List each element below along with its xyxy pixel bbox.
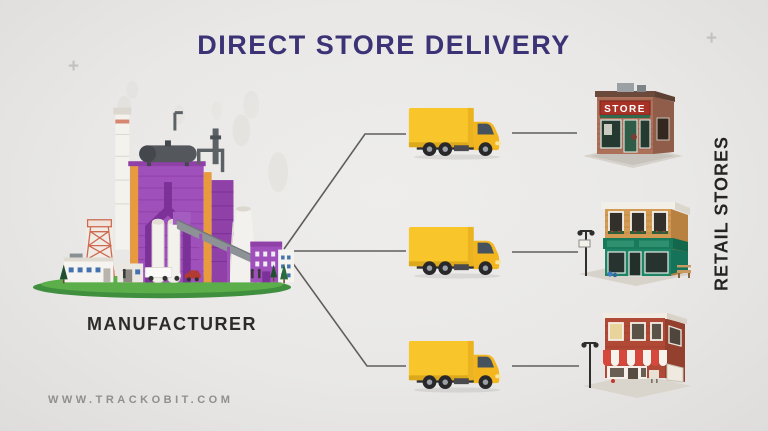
striped-awning — [603, 350, 667, 366]
retail-stores-label: RETAIL STORES — [711, 135, 732, 292]
red-car — [184, 270, 201, 282]
delivery-truck-illustration-1 — [408, 107, 502, 160]
store-sign-text: STORE — [604, 104, 646, 115]
truck-wheels — [422, 375, 493, 390]
cafe-storefront — [607, 363, 684, 383]
retail-store-illustration-3 — [581, 313, 691, 398]
retail-store-illustration-1: STORE — [583, 83, 683, 168]
shop-storefront — [603, 238, 688, 278]
website-url: WWW.TRACKOBIT.COM — [48, 394, 234, 406]
delivery-truck-illustration-2 — [408, 226, 502, 279]
truck-shadow — [413, 387, 501, 393]
manufacturer-label: MANUFACTURER — [87, 314, 257, 334]
store-sign: STORE — [599, 100, 651, 116]
page-title: DIRECT STORE DELIVERY — [197, 30, 571, 60]
factory-pipes — [173, 111, 225, 173]
small-office-left — [63, 257, 114, 283]
plus-decoration-right: + — [706, 28, 718, 49]
bench — [677, 265, 691, 278]
street-lamp — [577, 230, 595, 276]
building-trim — [203, 172, 212, 283]
truck-wheels — [422, 142, 493, 157]
smoke-plumes — [117, 80, 289, 192]
small-delivery-truck — [144, 267, 181, 281]
connector-factory-to-truck3 — [283, 250, 406, 367]
loading-shed — [117, 263, 144, 283]
retail-store-illustration-2 — [577, 202, 693, 286]
sidewalk — [583, 374, 691, 398]
truck-wheels — [422, 261, 493, 276]
chimney — [113, 107, 132, 250]
silos — [151, 218, 181, 283]
storefront — [600, 115, 670, 153]
delivery-truck-illustration-3 — [408, 340, 502, 393]
shop-upper-floor — [601, 202, 690, 276]
factory-illustration — [32, 80, 295, 299]
street-lamp — [581, 342, 599, 388]
warehouse — [250, 241, 283, 283]
connector-factory-to-truck1 — [283, 133, 406, 250]
truck-shadow — [413, 154, 501, 160]
people-silhouettes — [122, 268, 261, 279]
rooftop-tank — [139, 140, 197, 167]
plus-decoration-left: + — [68, 56, 80, 77]
truck-shadow — [413, 273, 501, 279]
